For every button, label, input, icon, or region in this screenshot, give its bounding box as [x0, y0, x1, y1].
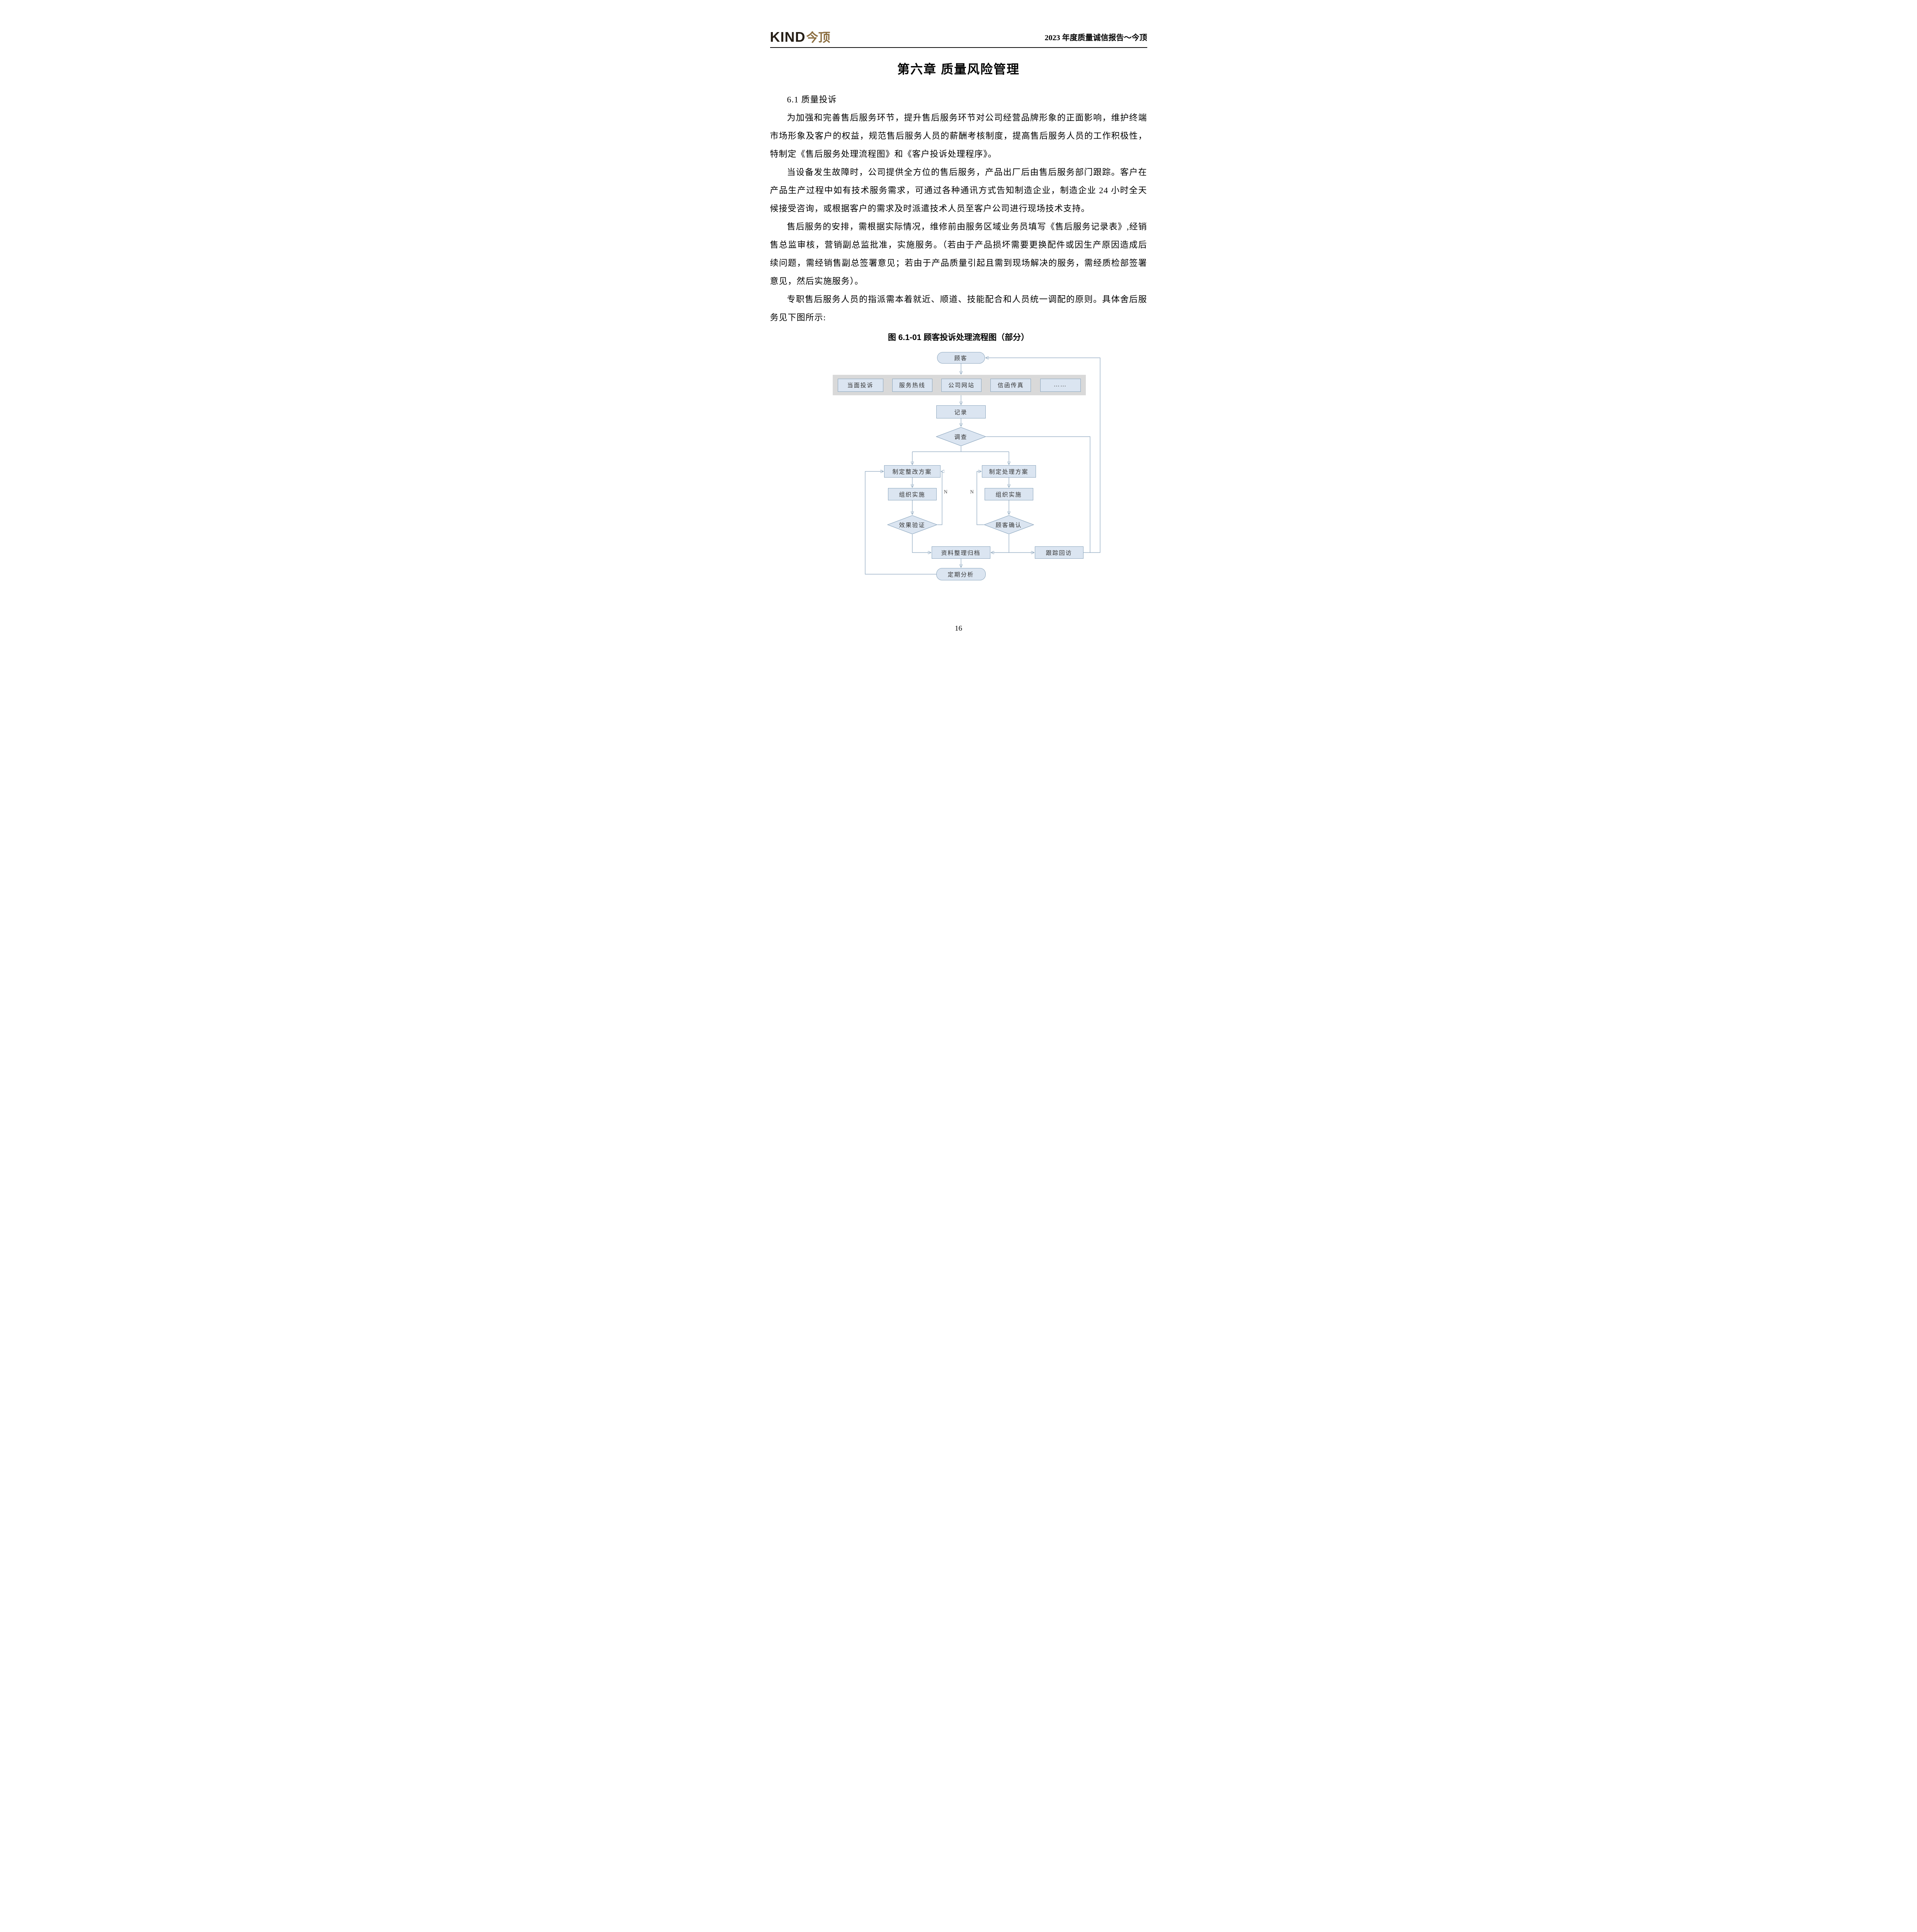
flowchart-connectors: [864, 348, 1101, 575]
node-investigate-label: 调查: [954, 434, 968, 440]
channel-website: 公司网站: [941, 378, 981, 392]
logo-jinding-text: 今顶: [806, 31, 830, 44]
figure-caption: 图 6.1-01 顾客投诉处理流程图（部分）: [888, 333, 1029, 342]
node-record: 记录: [936, 405, 986, 418]
node-effect-verification-label: 效果验证: [899, 522, 925, 529]
flowchart: 顾客 当面投诉 服务热线 公司网站 信函传真 …… 记录 调查 制定整改方案 制…: [770, 348, 1147, 586]
diamond-shape: [936, 427, 986, 446]
node-periodic-analysis: 定期分析: [936, 568, 986, 580]
body-text: 6.1 质量投诉 为加强和完善售后服务环节，提升售后服务环节对公司经营品牌形象的…: [770, 90, 1147, 327]
node-archive: 资料整理归档: [931, 546, 990, 559]
body-paragraph: 当设备发生故障时，公司提供全方位的售后服务，产品出厂后由售后服务部门跟踪。客户在…: [770, 167, 1147, 213]
node-implement-right: 组织实施: [984, 488, 1033, 500]
label-no-right: N: [970, 489, 974, 495]
label-no-left: N: [944, 489, 947, 495]
diamond-shape: [887, 515, 937, 534]
diamond-shape: [983, 515, 1034, 534]
channel-letter-fax: 信函传真: [990, 378, 1031, 392]
report-title: 2023 年度质量诚信报告～今顶: [1044, 34, 1147, 42]
document-page: KIND 今顶 2023 年度质量诚信报告～今顶 第六章 质量风险管理 6.1 …: [719, 0, 1198, 678]
node-customer-confirmation: 顾客确认: [983, 515, 1034, 534]
channel-other: ……: [1040, 378, 1081, 392]
node-effect-verification: 效果验证: [887, 515, 937, 534]
node-followup-visit: 跟踪回访: [1034, 546, 1084, 559]
channel-face-to-face: 当面投诉: [837, 378, 883, 392]
node-investigate: 调查: [936, 427, 986, 446]
body-paragraph: 售后服务的安排，需根据实际情况，维修前由服务区域业务员填写《售后服务记录表》,经…: [770, 222, 1147, 286]
page-number: 16: [955, 624, 962, 633]
node-customer-confirmation-label: 顾客确认: [995, 522, 1022, 529]
node-handling-plan: 制定处理方案: [981, 465, 1036, 478]
node-rectification-plan: 制定整改方案: [884, 465, 941, 478]
channel-hotline: 服务热线: [892, 378, 932, 392]
channel-band: 当面投诉 服务热线 公司网站 信函传真 ……: [832, 375, 1086, 395]
body-paragraph: 专职售后服务人员的指派需本着就近、顺道、技能配合和人员统一调配的原则。具体舍后服…: [770, 294, 1147, 322]
company-logo: KIND 今顶: [770, 30, 830, 44]
logo-kind-text: KIND: [770, 29, 806, 45]
body-paragraph: 为加强和完善售后服务环节，提升售后服务环节对公司经营品牌形象的正面影响，维护终端…: [770, 113, 1147, 159]
node-customer: 顾客: [937, 352, 985, 364]
chapter-title: 第六章 质量风险管理: [897, 62, 1020, 76]
section-heading: 6.1 质量投诉: [787, 95, 837, 104]
page-header: KIND 今顶 2023 年度质量诚信报告～今顶: [770, 30, 1147, 48]
node-implement-left: 组织实施: [888, 488, 937, 500]
